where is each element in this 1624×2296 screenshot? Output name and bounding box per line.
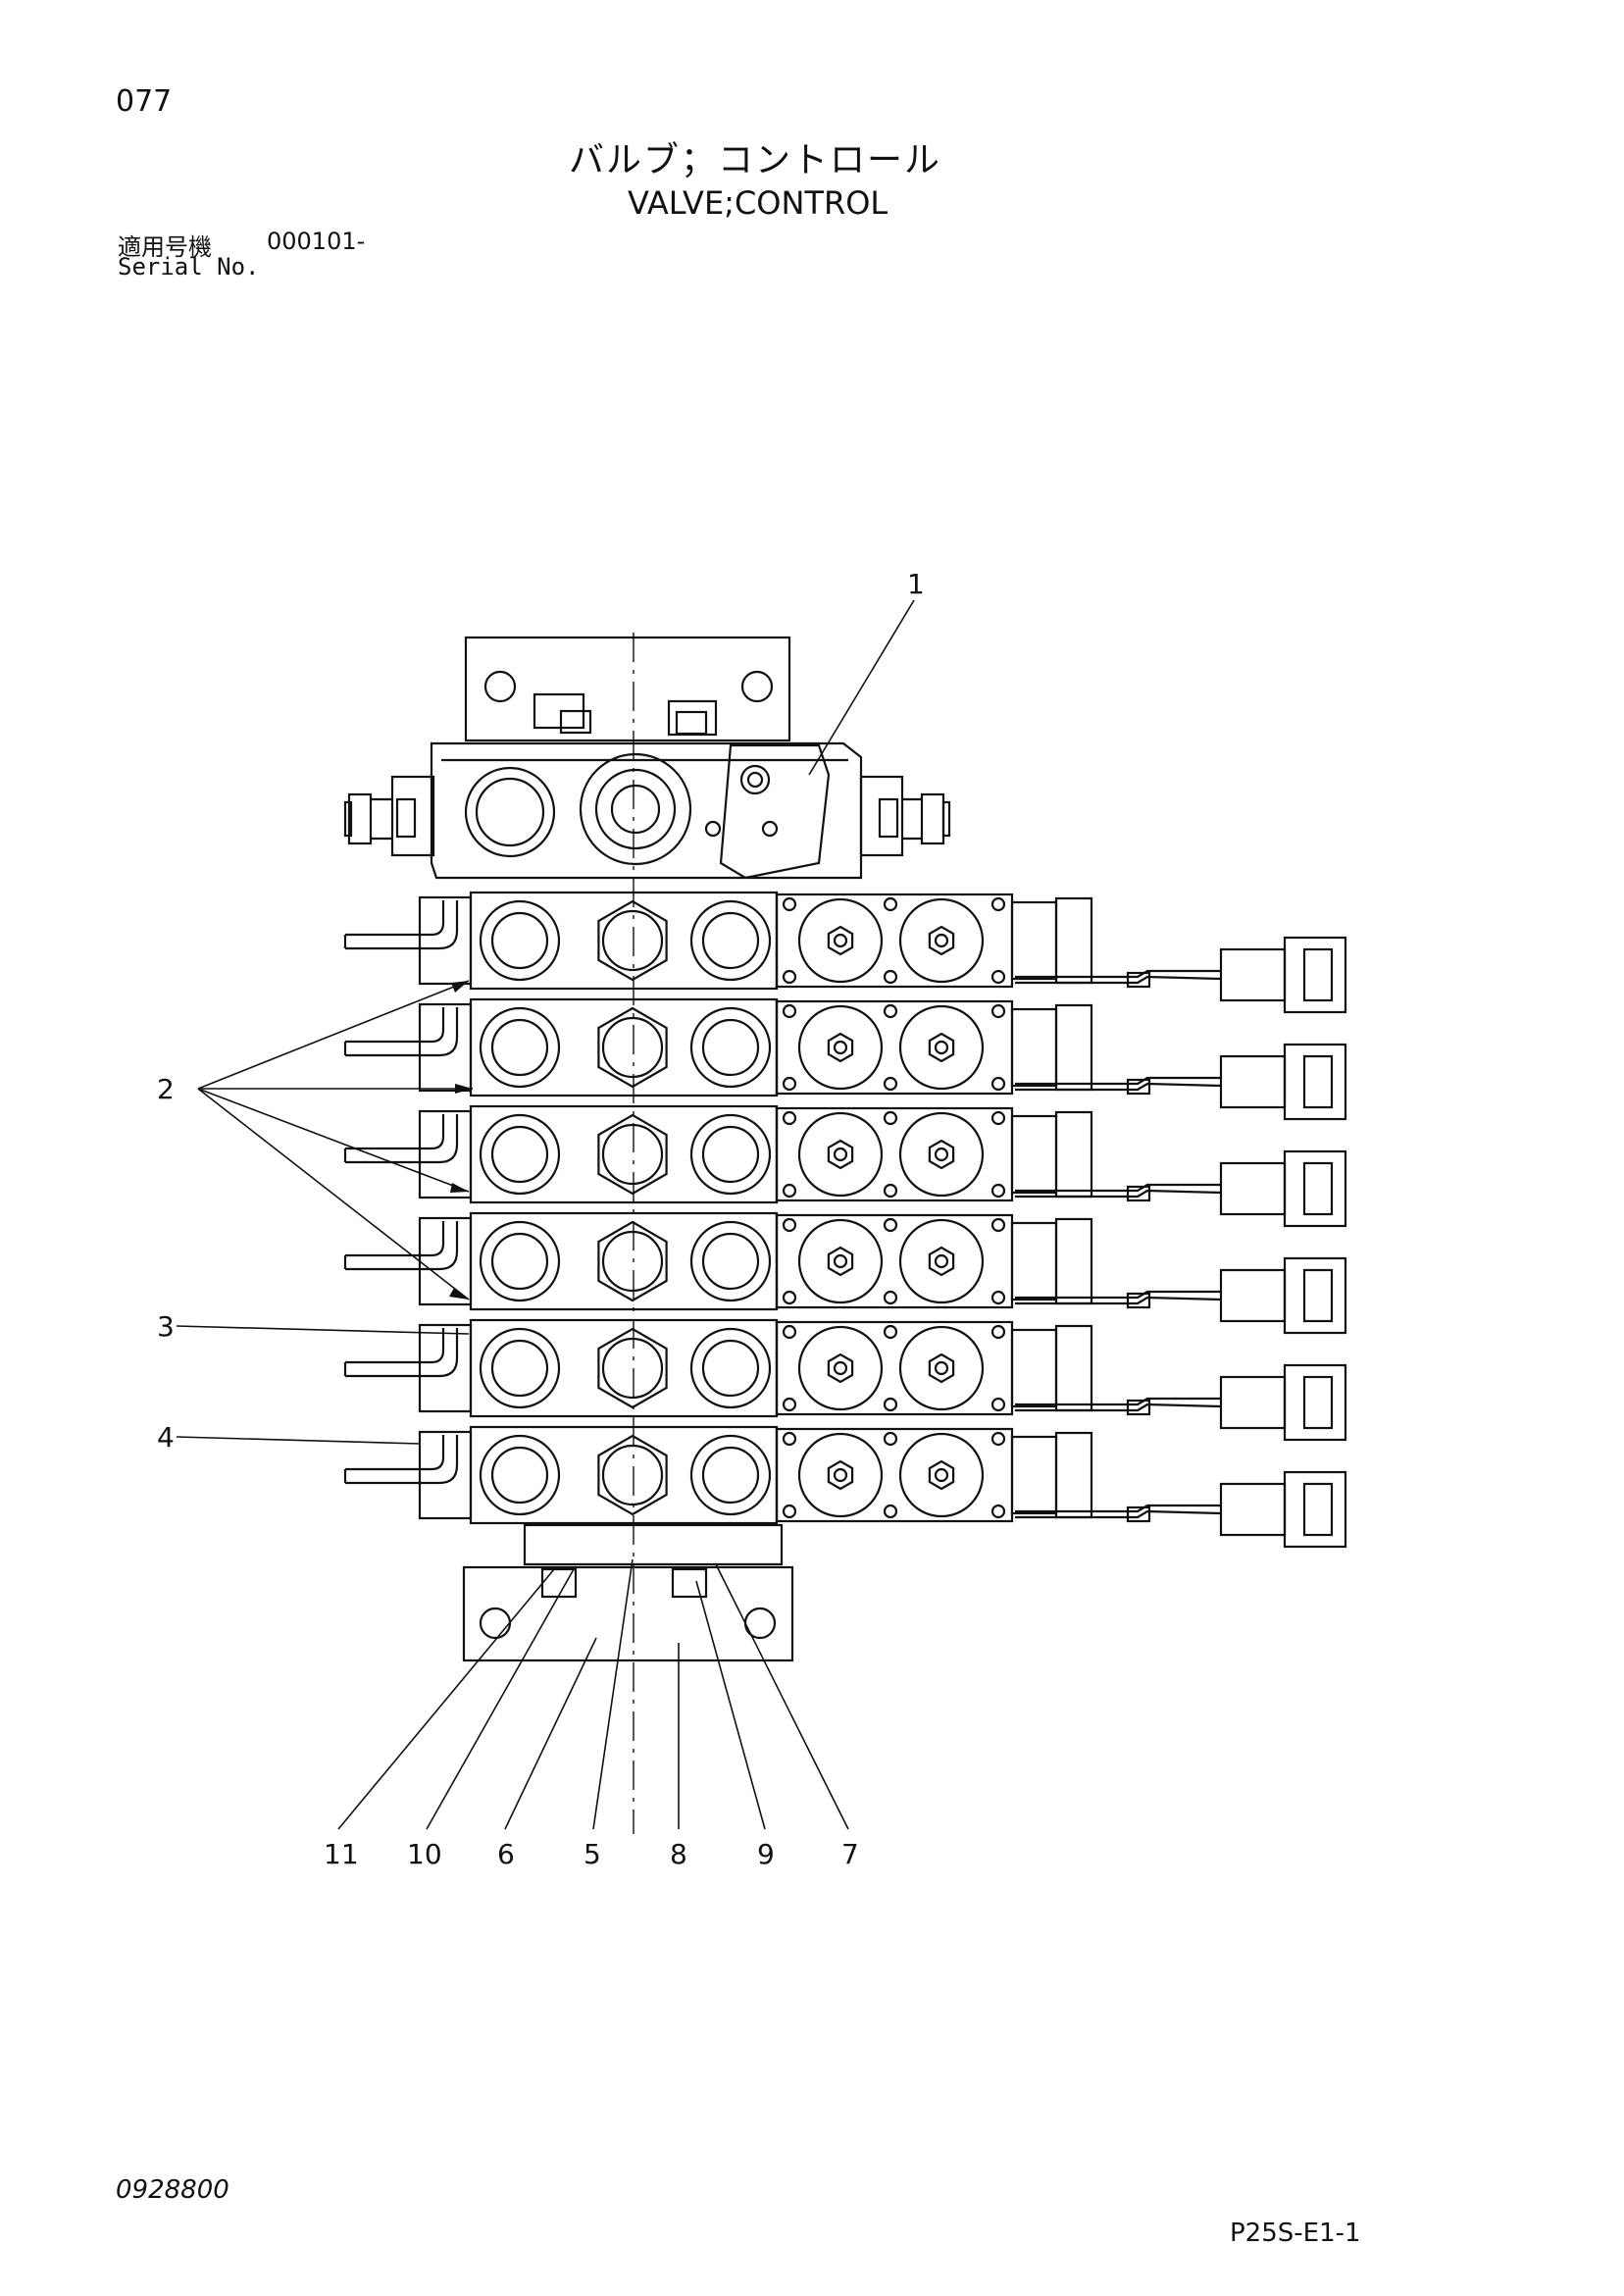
serial-label-japanese: 適用号機: [118, 233, 212, 261]
callout-8: 8: [670, 1838, 687, 1870]
callout-6: 6: [497, 1838, 515, 1870]
serial-label-english: Serial No.: [118, 253, 260, 281]
callout-11: 11: [324, 1838, 359, 1870]
title-japanese: バルブ；コントロール: [569, 140, 942, 180]
callouts: 1 2 3 4 11 10 6 5 8 9 7: [157, 568, 925, 1870]
page-number: 077: [116, 84, 173, 119]
callout-9: 9: [757, 1838, 775, 1870]
spool-sections: [343, 891, 1347, 1549]
top-bolts: [533, 692, 718, 737]
callout-7: 7: [841, 1838, 859, 1870]
title-english: VALVE;CONTROL: [628, 184, 888, 222]
top-mounting-bracket: [464, 636, 791, 742]
sheet-identifier: P25S-E1-1: [1230, 2219, 1361, 2248]
callout-5: 5: [584, 1838, 601, 1870]
document-code: 0928800: [116, 2175, 229, 2205]
inlet-section: [343, 741, 951, 880]
spool-section: [343, 1211, 1347, 1335]
spool-section: [343, 1425, 1347, 1549]
spool-section: [343, 1104, 1347, 1228]
callout-10: 10: [407, 1838, 442, 1870]
serial-range: 000101-: [267, 228, 366, 255]
callout-3: 3: [157, 1310, 175, 1343]
bottom-mounting-bracket: [462, 1523, 794, 1662]
spool-section: [343, 891, 1347, 1014]
spool-section: [343, 997, 1347, 1121]
callout-2: 2: [157, 1073, 175, 1105]
leader-arrowheads: [449, 981, 473, 1300]
spool-section: [343, 1318, 1347, 1442]
callout-1: 1: [907, 568, 925, 600]
leader-lines: [176, 599, 915, 1830]
callout-4: 4: [157, 1421, 175, 1454]
